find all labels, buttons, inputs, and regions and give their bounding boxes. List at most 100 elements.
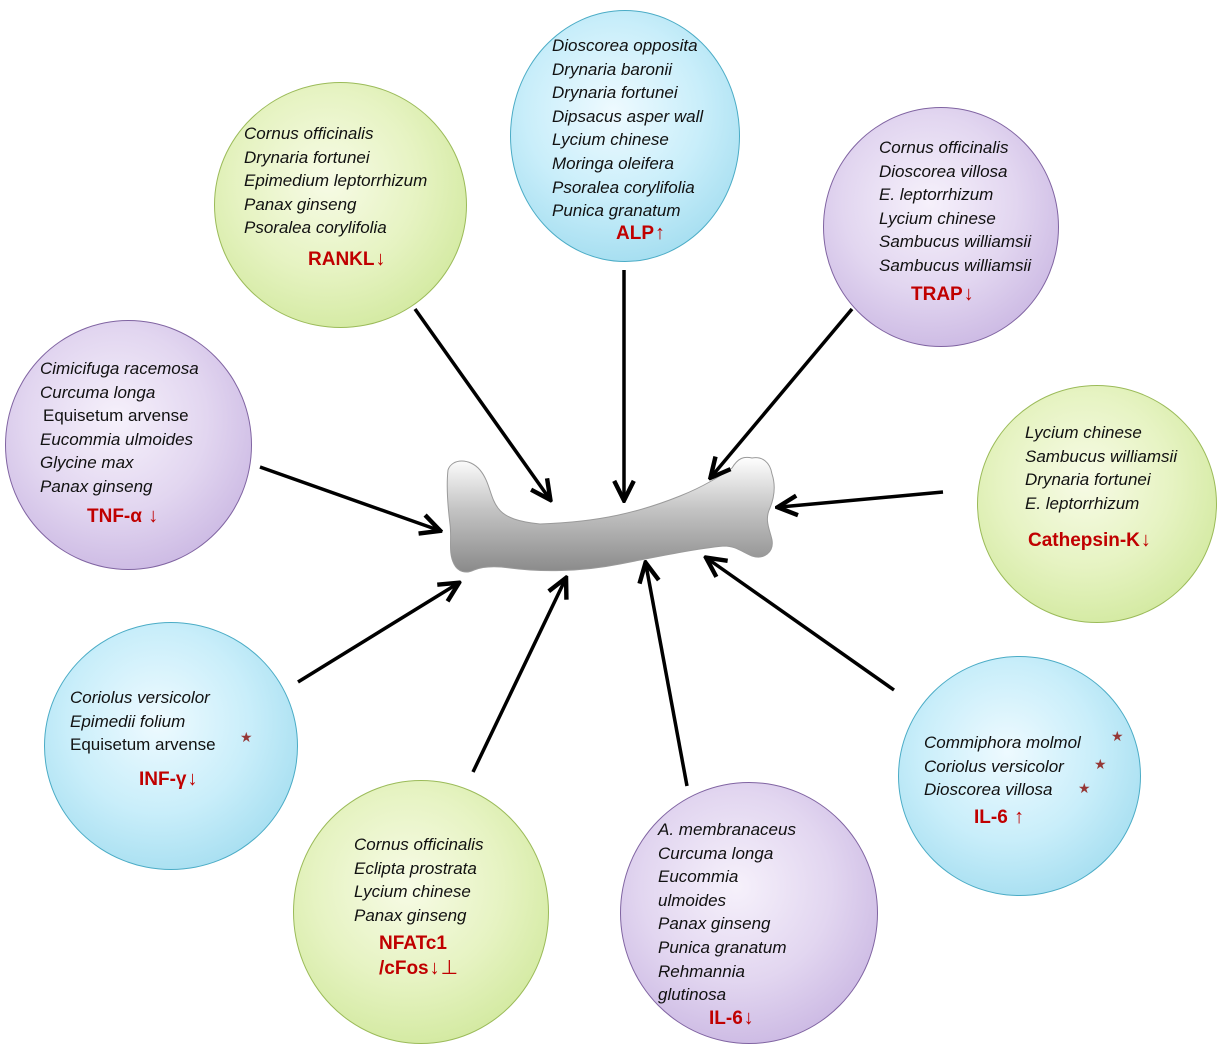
node-cathepsin-circle — [977, 385, 1217, 623]
herb-item: Commiphora molmol — [924, 733, 1081, 752]
inhibit-icon: ⊥ — [440, 957, 459, 979]
down-arrow-icon: ↓ — [429, 957, 440, 979]
herb-item: Cornus officinalis — [244, 124, 374, 143]
arrow-rankl — [413, 307, 549, 498]
node-nfatc1-circle — [293, 780, 549, 1044]
herb-item: Eclipta prostrata — [354, 858, 477, 878]
herb-item: Panax ginseng — [40, 476, 153, 496]
node-rankl-circle — [214, 82, 467, 328]
down-arrow-icon: ↓ — [375, 248, 386, 270]
herb-item: Sambucus williamsii — [879, 232, 1032, 252]
node-cathepsin-list: Lycium chinese Sambucus williamsii Dryna… — [1025, 421, 1177, 515]
marker-cathepsin: Cathepsin-K↓ — [1028, 529, 1151, 552]
arrow-il6-blue — [708, 559, 896, 692]
marker-label: TRAP — [911, 284, 963, 305]
herb-item: Drynaria fortunei — [244, 147, 370, 167]
herb-item: Dioscorea villosa — [924, 780, 1053, 800]
herb-item: A. membranaceus — [658, 820, 796, 839]
herb-item: Curcuma longa — [40, 382, 156, 402]
arrow-inf — [297, 584, 457, 684]
herb-item: Moringa oleifera — [552, 153, 674, 173]
marker-label: ALP — [616, 223, 654, 244]
herb-item: Panax ginseng — [244, 194, 357, 214]
star-icon: ★ — [240, 729, 253, 745]
marker-label: RANKL — [308, 249, 375, 270]
herb-item: Dioscorea opposita — [552, 36, 698, 55]
arrow-tnf — [259, 465, 438, 530]
star-icon: ★ — [1094, 756, 1107, 772]
herb-item: Coriolus versicolor — [70, 688, 210, 707]
marker-tnf: TNF-α ↓ — [87, 505, 158, 528]
herb-item: Lycium chinese — [879, 208, 996, 228]
marker-il6-blue: IL-6 ↑ — [974, 806, 1024, 829]
node-alp-list: Dioscorea opposita Drynaria baronii Dryn… — [552, 34, 703, 223]
herb-item: Punica granatum — [552, 201, 681, 221]
femur-bone-shape — [446, 456, 775, 573]
marker-inf: INF-γ↓ — [139, 768, 198, 791]
node-il6-purple-list: A. membranaceus Curcuma longa Eucommia u… — [658, 818, 796, 1007]
down-arrow-icon: ↓ — [187, 768, 198, 790]
herb-item: Equisetum arvense — [43, 406, 189, 426]
node-il6-blue-circle — [898, 656, 1141, 896]
herb-item: Lycium chinese — [552, 130, 669, 150]
herb-item: Drynaria baronii — [552, 59, 672, 79]
herb-item: Lycium chinese — [354, 882, 471, 902]
marker-label-cfos: /cFos — [379, 958, 429, 979]
herb-item: Epimedii folium — [70, 711, 186, 731]
node-inf-circle — [44, 622, 298, 870]
herb-item: Coriolus versicolor — [924, 756, 1064, 776]
node-il6-purple-circle — [620, 782, 878, 1044]
herb-item: Cornus officinalis — [879, 138, 1009, 157]
herb-item: glutinosa — [658, 985, 727, 1005]
marker-rankl: RANKL↓ — [308, 248, 386, 271]
marker-label: IL-6 — [974, 807, 1008, 828]
down-arrow-icon: ↓ — [148, 505, 159, 527]
marker-label: INF-γ — [139, 769, 187, 790]
down-arrow-icon: ↓ — [1140, 529, 1151, 551]
herb-item: Drynaria fortunei — [552, 83, 678, 103]
herb-item: E. leptorrhizum — [1025, 493, 1140, 513]
herb-item: Cimicifuga racemosa — [40, 359, 199, 378]
down-arrow-icon: ↓ — [743, 1007, 754, 1029]
arrow-cathepsin — [780, 490, 944, 507]
arrow-trap — [712, 307, 854, 476]
marker-il6-purple: IL-6↓ — [709, 1007, 754, 1030]
marker-trap: TRAP↓ — [911, 283, 974, 306]
node-trap-circle — [823, 107, 1059, 347]
herb-item: Dioscorea villosa — [879, 161, 1008, 181]
herb-item: Panax ginseng — [658, 914, 771, 934]
node-rankl-list: Cornus officinalis Drynaria fortunei Epi… — [244, 122, 427, 240]
herb-item: Psoralea corylifolia — [244, 218, 387, 238]
herb-item: Eucommia — [658, 867, 739, 887]
node-il6-blue-list: Commiphora molmol Coriolus versicolor Di… — [924, 731, 1081, 802]
herb-item: Dipsacus asper wall — [552, 106, 704, 126]
marker-alp: ALP↑ — [616, 222, 665, 245]
star-icon: ★ — [1111, 728, 1124, 744]
herb-item: Epimedium leptorrhizum — [244, 171, 428, 191]
herb-item: Lycium chinese — [1025, 423, 1142, 442]
marker-label: Cathepsin-K — [1028, 530, 1140, 551]
down-arrow-icon: ↓ — [963, 283, 974, 305]
node-trap-list: Cornus officinalis Dioscorea villosa E. … — [879, 136, 1031, 278]
node-nfatc1-list: Cornus officinalis Eclipta prostrata Lyc… — [354, 833, 483, 927]
herb-item: Drynaria fortunei — [1025, 470, 1151, 490]
herb-item: Cornus officinalis — [354, 835, 484, 854]
herb-item: Equisetum arvense — [70, 735, 216, 755]
herb-item: Eucommia ulmoides — [40, 429, 194, 449]
up-arrow-icon: ↑ — [1014, 806, 1025, 828]
node-tnf-list: Cimicifuga racemosa Curcuma longa Equise… — [40, 357, 199, 499]
marker-label: IL-6 — [709, 1008, 743, 1029]
marker-nfatc1: NFATc1 /cFos↓⊥ — [379, 932, 458, 981]
herb-item: Glycine max — [40, 453, 134, 473]
herb-item: Rehmannia — [658, 961, 745, 981]
up-arrow-icon: ↑ — [655, 222, 665, 244]
node-inf-list: Coriolus versicolor Epimedii folium Equi… — [70, 686, 216, 757]
herb-item: ulmoides — [658, 890, 727, 910]
herb-item: Sambucus williamsii — [1025, 446, 1178, 466]
node-alp-circle — [510, 10, 740, 262]
herb-item: Curcuma longa — [658, 843, 774, 863]
marker-label: TNF-α — [87, 506, 142, 527]
star-icon: ★ — [1078, 780, 1091, 796]
arrow-nfatc1 — [471, 580, 565, 773]
